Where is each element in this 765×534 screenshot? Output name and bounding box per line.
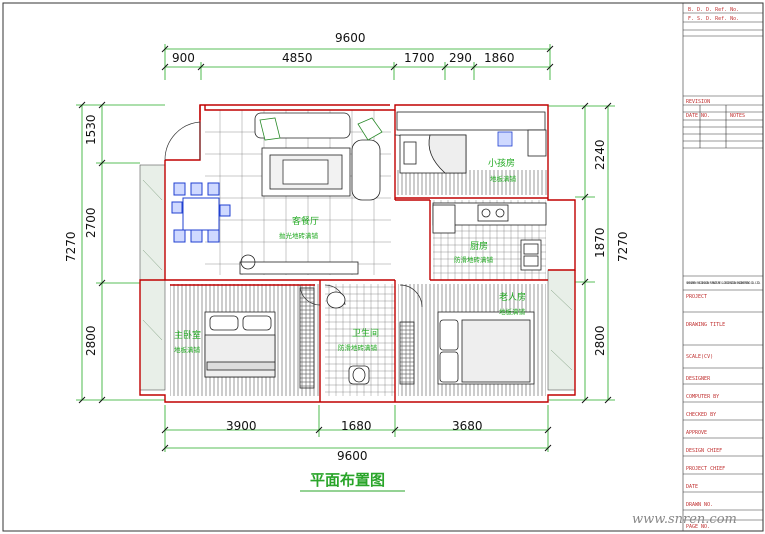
dim-top-3: 1700 (404, 51, 435, 65)
tb-computer-by: COMPUTER BY (686, 394, 719, 400)
drawing-title: 平面布置图 (310, 471, 385, 489)
dimension-ticks (78, 45, 612, 452)
dim-bottom-3: 3680 (452, 419, 483, 433)
child-room-floor-text: 地板满铺 (490, 174, 517, 183)
child-room-name: 小孩房 (488, 157, 515, 169)
walls (139, 104, 576, 403)
tb-company: SHENZHEN SHIJINGXIN FURNITURE & DECORATI… (686, 281, 761, 285)
dim-top-1: 900 (172, 51, 195, 65)
dim-right-total: 7270 (616, 231, 630, 262)
child-room-floor (396, 170, 548, 195)
tb-notes: NOTES (730, 113, 745, 119)
dim-left-total: 7270 (64, 231, 78, 262)
bathroom-name: 卫生间 (352, 327, 379, 339)
dim-left-1: 1530 (84, 114, 98, 145)
balcony-left (139, 164, 166, 391)
kitchen-name: 厨房 (470, 240, 488, 252)
tb-page-no: PAGE NO. (686, 524, 710, 530)
dim-right-2: 1870 (593, 227, 607, 258)
plant-icon (240, 254, 256, 270)
dining-set (171, 182, 231, 243)
dim-bottom-1: 3900 (226, 419, 257, 433)
bathroom-fixtures (326, 291, 370, 385)
tb-drawn-no: DRAWN NO. (686, 502, 713, 508)
tb-fsd-ref: F. S. D. Ref. No. (688, 16, 739, 22)
tb-bdd-ref: B. D. D. Ref. No. (688, 7, 739, 13)
tb-checked-by: CHECKED BY (686, 412, 716, 418)
kitchen-fixtures (432, 202, 547, 271)
kitchen-floor-text: 防滑地砖满铺 (454, 255, 494, 264)
tb-design-chief: DESIGN CHIEF (686, 448, 722, 454)
tb-project: PROJECT (686, 294, 707, 300)
living-room-name: 客餐厅 (292, 215, 319, 227)
master-bedroom-floor-text: 地板满铺 (174, 345, 201, 354)
balcony-marks (142, 179, 573, 371)
tb-project-chief: PROJECT CHIEF (686, 466, 725, 472)
child-room-furniture (396, 111, 547, 174)
tb-date: DATE (686, 484, 698, 490)
tb-designer: DESIGNER (686, 376, 711, 382)
tb-date-no: DATE NO. (686, 113, 710, 119)
master-bed (204, 287, 315, 389)
dim-bottom-2: 1680 (341, 419, 372, 433)
elder-room-name: 老人房 (499, 291, 526, 303)
master-bedroom-name: 主卧室 (174, 329, 201, 341)
dim-left-3: 2800 (84, 325, 98, 356)
elder-bed (399, 311, 535, 385)
elder-room-floor-text: 地板满铺 (499, 307, 526, 316)
dim-top-total: 9600 (335, 31, 366, 45)
title-block (682, 2, 764, 532)
living-room-floor: 抛光地砖满铺 (279, 231, 319, 240)
dim-top-5: 1860 (484, 51, 515, 65)
dimension-lines (76, 44, 615, 452)
dim-bottom-total: 9600 (337, 449, 368, 463)
sofa (254, 112, 383, 201)
dim-right-3: 2800 (593, 325, 607, 356)
tv-cabinet (239, 261, 359, 275)
dim-top-4: 290 (449, 51, 472, 65)
tb-approve: APPROVE (686, 430, 707, 436)
tb-scale: SCALE(CV) (686, 354, 713, 360)
dim-top-2: 4850 (282, 51, 313, 65)
tb-revision: REVISION (686, 99, 710, 105)
tb-drawing-title: DRAWING TITLE (686, 322, 725, 328)
dim-left-2: 2700 (84, 207, 98, 238)
dim-right-1: 2240 (593, 139, 607, 170)
bathroom-floor-text: 防滑地砖满铺 (338, 343, 378, 352)
watermark: www.snren.com (632, 512, 737, 527)
balcony-right (547, 269, 576, 391)
